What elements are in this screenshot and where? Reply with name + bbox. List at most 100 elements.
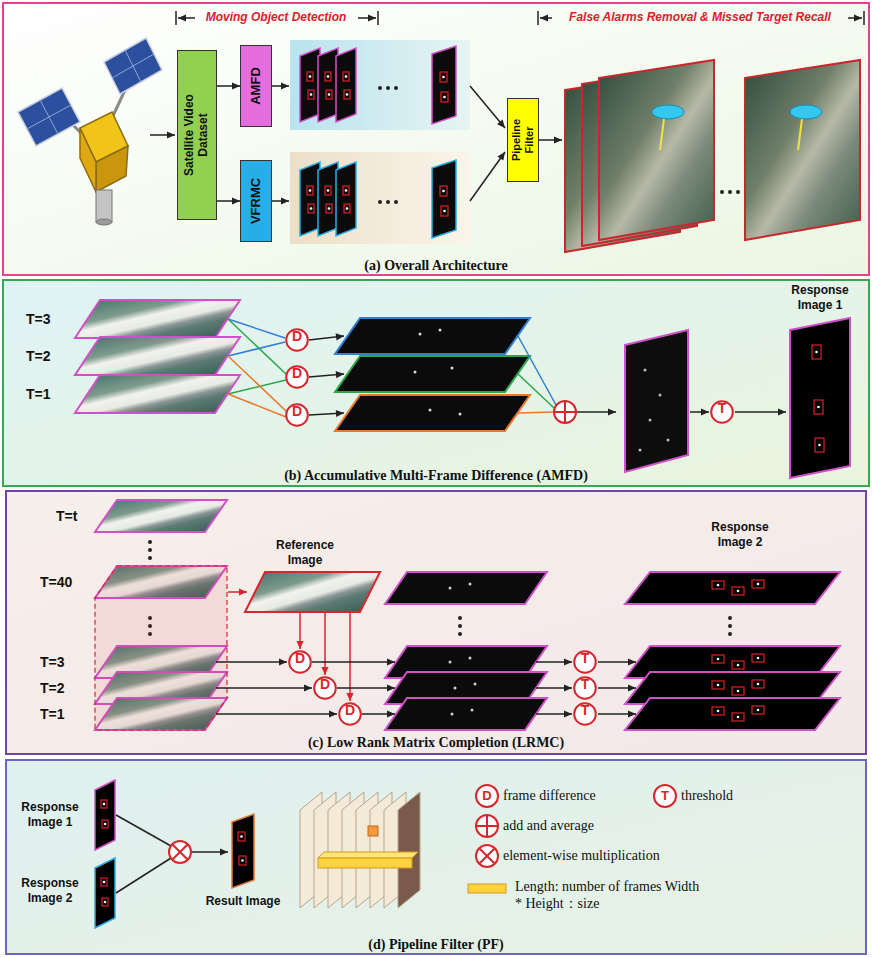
box-label: Pipeline Filter xyxy=(510,104,535,176)
target-dot xyxy=(442,190,445,193)
detection-box xyxy=(326,90,332,99)
frame-time: T=1 xyxy=(40,706,90,722)
arrowhead xyxy=(497,152,505,161)
arrowhead xyxy=(497,120,505,129)
target-dot xyxy=(659,394,662,397)
image-label: Response Image 1 xyxy=(12,800,88,830)
ellipsis-dot xyxy=(386,86,390,90)
arrowhead xyxy=(368,14,376,21)
target-dot xyxy=(717,710,720,713)
operator-letter: D xyxy=(338,702,362,726)
image-frame xyxy=(318,162,338,236)
output-frame xyxy=(745,60,860,240)
image-label: Response Image 2 xyxy=(12,876,88,906)
wire xyxy=(518,412,553,413)
image-frame xyxy=(318,48,338,122)
stack-ground xyxy=(290,152,470,244)
detection-box xyxy=(440,186,447,196)
target-dot xyxy=(240,835,243,838)
target-dot xyxy=(469,583,472,586)
target-dot xyxy=(449,661,452,664)
response-image xyxy=(95,858,115,928)
detection-box xyxy=(732,687,744,695)
target-dot xyxy=(449,587,452,590)
target-dot xyxy=(454,687,457,690)
threshold-circle: T xyxy=(573,676,597,700)
arrowhead xyxy=(336,371,344,378)
ellipsis-dot xyxy=(148,556,152,560)
ellipsis-dot xyxy=(386,200,390,204)
detection-box xyxy=(732,713,744,721)
target-dot xyxy=(327,189,330,192)
frame-time: T=3 xyxy=(40,654,90,670)
image-frame xyxy=(335,318,530,354)
ellipsis-dot xyxy=(728,190,732,194)
result-image xyxy=(232,814,254,888)
image-frame xyxy=(385,572,547,604)
ellipsis-dot xyxy=(728,632,732,636)
arrowhead xyxy=(220,848,228,855)
arrowhead xyxy=(304,684,312,691)
arrow-line xyxy=(216,661,287,663)
target-dot xyxy=(737,690,740,693)
difference-circle: D xyxy=(288,650,312,674)
arrow-line xyxy=(216,687,312,689)
connector xyxy=(217,197,240,204)
image-label: Response Image 1 xyxy=(780,283,860,313)
image-frame xyxy=(335,395,530,431)
target-callout xyxy=(652,105,684,119)
wire xyxy=(116,858,171,893)
legend-letter: D xyxy=(476,785,498,807)
arrowhead xyxy=(281,82,289,89)
image-frame xyxy=(385,698,547,730)
target-dot xyxy=(757,583,760,586)
process-box: VFRMC xyxy=(240,160,272,242)
arrowhead xyxy=(854,14,862,21)
detection-box xyxy=(812,345,821,359)
difference-circle: D xyxy=(313,676,337,700)
callout-leader xyxy=(660,119,664,150)
target-dot xyxy=(328,207,331,210)
box-label: Satellite Video Dataset xyxy=(183,75,211,195)
arrowhead xyxy=(167,131,175,138)
operator-letter: D xyxy=(288,650,312,674)
detection-box xyxy=(325,72,331,81)
solar-panel xyxy=(18,88,80,146)
threshold-circle: T xyxy=(573,702,597,726)
connector xyxy=(217,82,240,89)
target-dot xyxy=(459,413,462,416)
target-dot xyxy=(346,93,349,96)
box-label: VFRMC xyxy=(249,166,264,236)
legend-text: frame difference xyxy=(503,787,643,804)
detection-box xyxy=(441,92,448,102)
arrowhead xyxy=(540,14,548,21)
detection-box xyxy=(308,204,314,213)
target-dot xyxy=(717,684,720,687)
wire xyxy=(518,374,554,408)
pipeline-bar xyxy=(318,852,418,858)
arrowhead xyxy=(701,408,709,415)
target-dot xyxy=(310,207,313,210)
detection-box xyxy=(326,204,332,213)
target-dot xyxy=(471,709,474,712)
legend-text: Length: number of frames Width * Height：… xyxy=(515,878,700,912)
multiply-symbol xyxy=(169,841,191,863)
ellipsis-dot xyxy=(148,540,152,544)
image-label: Response Image 2 xyxy=(700,520,780,550)
target-dot xyxy=(717,658,720,661)
detection-box xyxy=(344,90,350,99)
frame-time: T=t xyxy=(56,508,96,524)
detection-box xyxy=(239,856,246,865)
arrow-line xyxy=(337,687,395,689)
response-image xyxy=(625,698,840,730)
add-symbol xyxy=(554,401,576,423)
image-frame xyxy=(432,160,456,238)
target-dot xyxy=(443,210,446,213)
wire xyxy=(518,336,556,405)
image-frame xyxy=(75,375,240,413)
difference-circle: D xyxy=(285,365,309,389)
response-image xyxy=(625,572,840,604)
arrowhead xyxy=(239,588,247,595)
detection-box xyxy=(712,655,724,663)
panel-caption: (c) Low Rank Matrix Completion (LRMC) xyxy=(7,735,865,751)
